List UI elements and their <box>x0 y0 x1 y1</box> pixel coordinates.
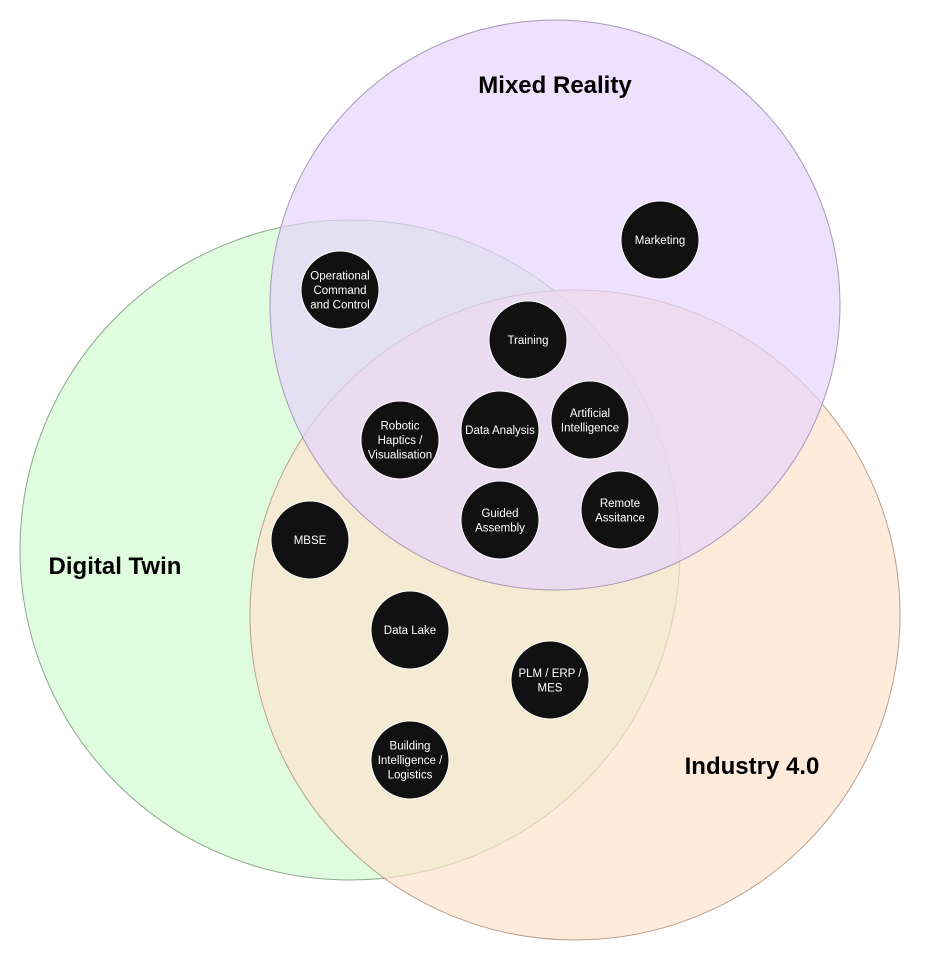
artificial-intelligence-label-line: Intelligence <box>561 422 619 434</box>
node-training: Training <box>488 300 568 380</box>
set-circles <box>19 19 901 941</box>
data-analysis-bubble <box>460 390 540 470</box>
marketing-bubble <box>620 200 700 280</box>
guided-assembly-bubble <box>460 480 540 560</box>
training-label-line: Training <box>507 335 548 347</box>
marketing-label-line: Marketing <box>635 235 686 247</box>
remote-assistance-label-line: Assitance <box>595 512 645 524</box>
mbse-label-line: MBSE <box>294 535 327 547</box>
operational-command-label-line: and Control <box>310 300 369 312</box>
training-bubble <box>488 300 568 380</box>
guided-assembly-label-line: Guided <box>481 508 518 520</box>
building-intelligence-label-line: Intelligence / <box>378 755 443 767</box>
industry-4-title: Industry 4.0 <box>685 753 820 780</box>
robotic-haptics-label-line: Haptics / <box>378 435 424 447</box>
artificial-intelligence-bubble <box>550 380 630 460</box>
building-intelligence-bubble <box>370 720 450 800</box>
robotic-haptics-label-line: Robotic <box>381 421 420 433</box>
mbse-bubble <box>270 500 350 580</box>
operational-command-label-line: Command <box>313 285 366 297</box>
remote-assistance-label-line: Remote <box>600 498 640 510</box>
building-intelligence-label-line: Building <box>390 741 431 753</box>
data-lake-bubble <box>370 590 450 670</box>
digital-twin-title: Digital Twin <box>49 553 182 580</box>
operational-command-bubble <box>300 250 380 330</box>
robotic-haptics-label-line: Visualisation <box>368 450 432 462</box>
artificial-intelligence-label-line: Artificial <box>570 408 610 420</box>
node-marketing: Marketing <box>620 200 700 280</box>
guided-assembly-label-line: Assembly <box>475 522 525 534</box>
node-data-lake: Data Lake <box>370 590 450 670</box>
data-lake-label-line: Data Lake <box>384 625 436 637</box>
data-analysis-label-line: Data Analysis <box>465 425 535 437</box>
mixed-reality-title: Mixed Reality <box>478 72 632 99</box>
building-intelligence-label-line: Logistics <box>388 770 433 782</box>
plm-erp-mes-bubble <box>510 640 590 720</box>
plm-erp-mes-label-line: PLM / ERP / <box>518 668 582 680</box>
remote-assistance-bubble <box>580 470 660 550</box>
operational-command-label-line: Operational <box>310 271 369 283</box>
robotic-haptics-bubble <box>360 400 440 480</box>
node-plm-erp-mes: PLM / ERP / MES <box>510 640 590 720</box>
plm-erp-mes-label-line: MES <box>538 682 563 694</box>
node-mbse: MBSE <box>270 500 350 580</box>
node-data-analysis: Data Analysis <box>460 390 540 470</box>
